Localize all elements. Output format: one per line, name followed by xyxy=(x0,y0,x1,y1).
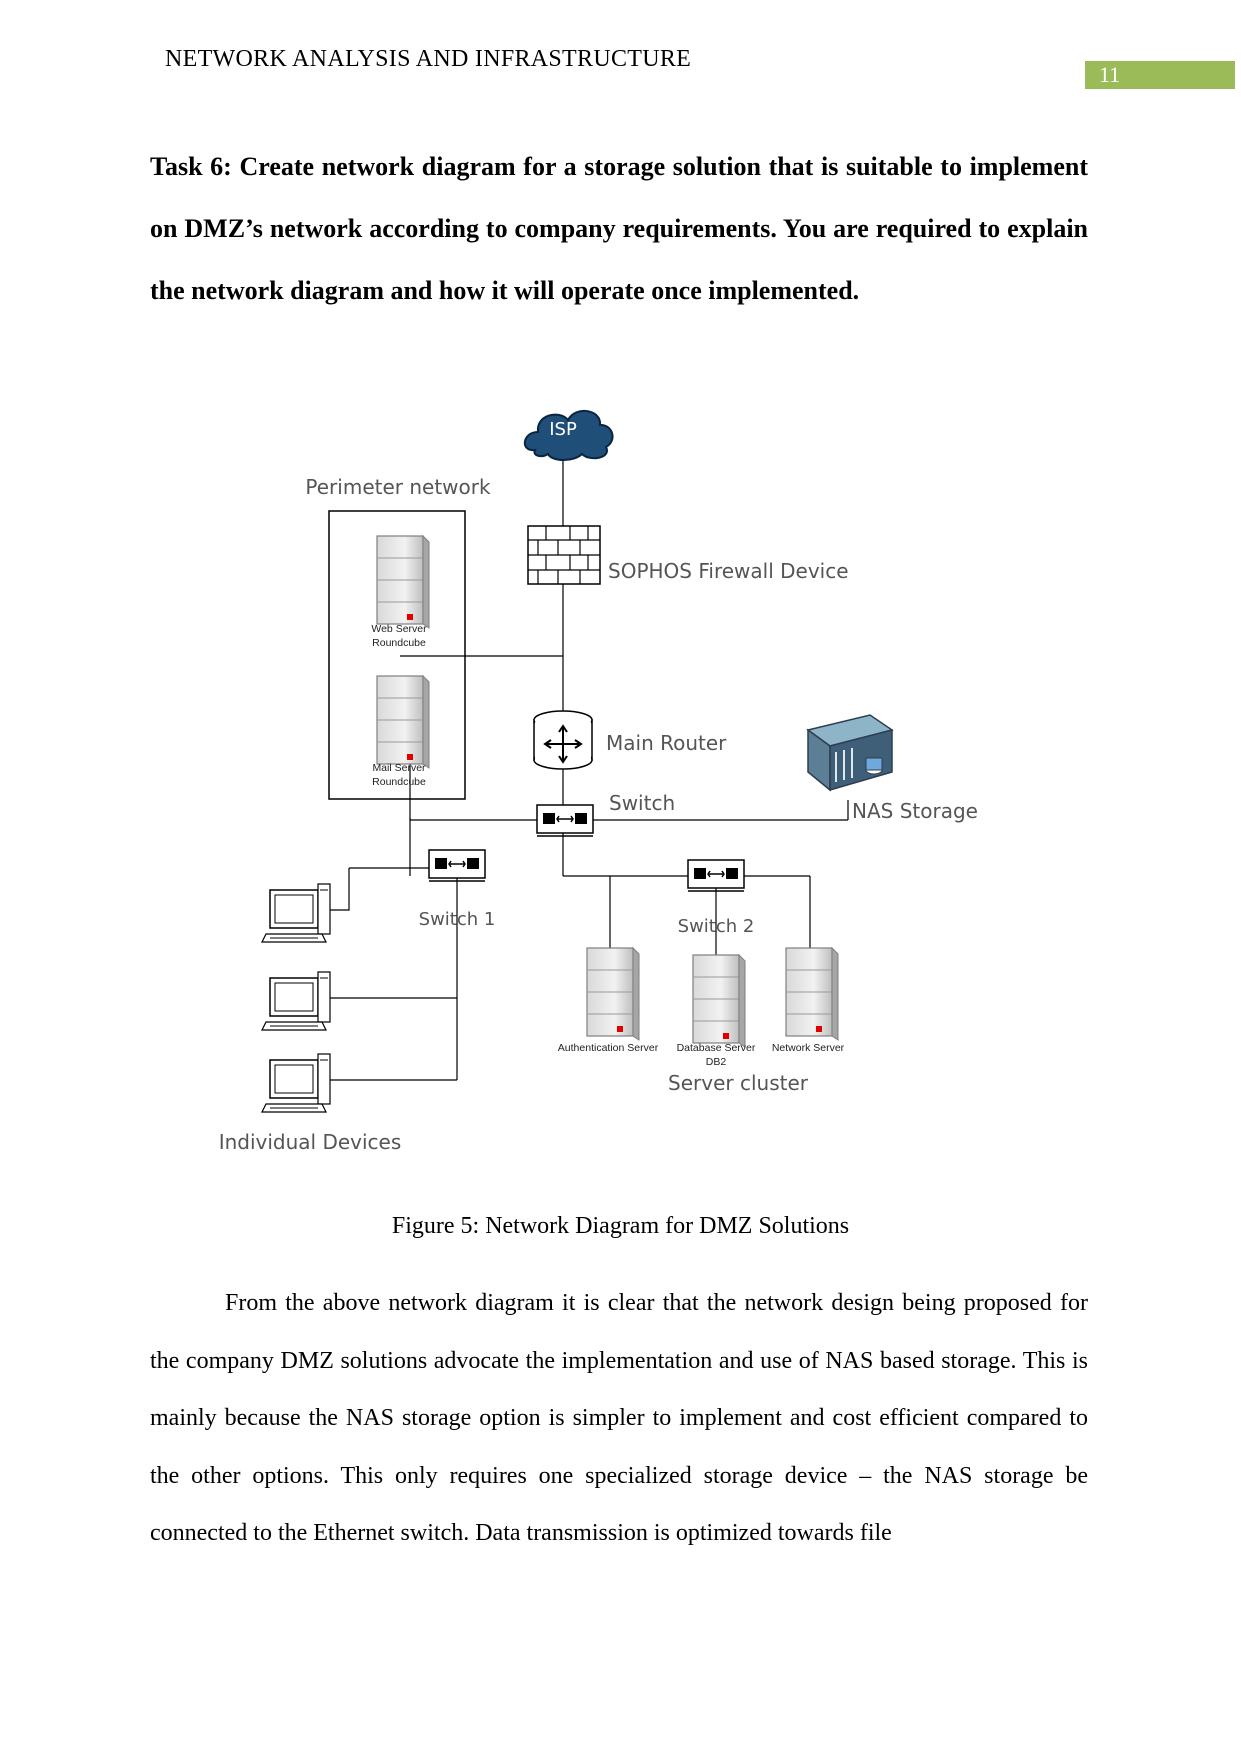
switch1-label: Switch 1 xyxy=(419,909,496,930)
switch2-label: Switch 2 xyxy=(678,916,755,937)
switch2-icon xyxy=(687,859,745,892)
firewall-label: SOPHOS Firewall Device xyxy=(608,559,849,583)
page-number: 11 xyxy=(1085,61,1235,89)
pc-icon xyxy=(261,971,331,1031)
main-switch-icon xyxy=(536,804,594,837)
figure-caption: Figure 5: Network Diagram for DMZ Soluti… xyxy=(0,1213,1241,1240)
firewall-icon xyxy=(527,525,601,585)
mail-server-sublabel: Roundcube xyxy=(372,776,426,788)
web-server-icon xyxy=(376,535,430,629)
perimeter-box xyxy=(328,510,466,800)
web-server-label: Web Server xyxy=(371,623,427,635)
task-heading: Task 6: Create network diagram for a sto… xyxy=(150,152,1088,305)
isp-cloud-icon: ISP xyxy=(523,410,614,461)
switch1-icon xyxy=(428,849,486,882)
individual-devices-label: Individual Devices xyxy=(219,1130,402,1154)
nas-storage-icon xyxy=(806,714,894,792)
auth-server-icon xyxy=(586,947,640,1041)
isp-label: ISP xyxy=(549,419,577,440)
main-router-label: Main Router xyxy=(606,731,727,755)
network-server-label: Network Server xyxy=(772,1042,845,1054)
server-cluster-label: Server cluster xyxy=(668,1071,809,1095)
web-server-sublabel: Roundcube xyxy=(372,637,426,649)
pc-icon xyxy=(261,883,331,943)
pc-icon xyxy=(261,1053,331,1113)
body-paragraph-text: From the above network diagram it is cle… xyxy=(150,1290,1088,1546)
mail-server-label: Mail Server xyxy=(372,762,426,774)
figure-caption-text: Figure 5: Network Diagram for DMZ Soluti… xyxy=(391,1213,850,1239)
database-server-label: Database Server xyxy=(677,1042,756,1054)
switch-label: Switch xyxy=(609,791,675,815)
database-server-sublabel: DB2 xyxy=(706,1056,727,1068)
router-icon xyxy=(533,710,593,770)
nas-label: NAS Storage xyxy=(852,799,978,823)
network-diagram: ISP Perimeter network Web Server Roundcu… xyxy=(219,410,978,1154)
database-server-icon xyxy=(692,954,746,1048)
running-header: NETWORK ANALYSIS AND INFRASTRUCTURE xyxy=(165,46,692,72)
mail-server-icon xyxy=(376,675,430,769)
auth-server-label: Authentication Server xyxy=(558,1042,659,1054)
network-server-icon xyxy=(785,947,839,1041)
perimeter-label: Perimeter network xyxy=(305,475,491,499)
body-paragraph: From the above network diagram it is cle… xyxy=(150,1275,1088,1563)
